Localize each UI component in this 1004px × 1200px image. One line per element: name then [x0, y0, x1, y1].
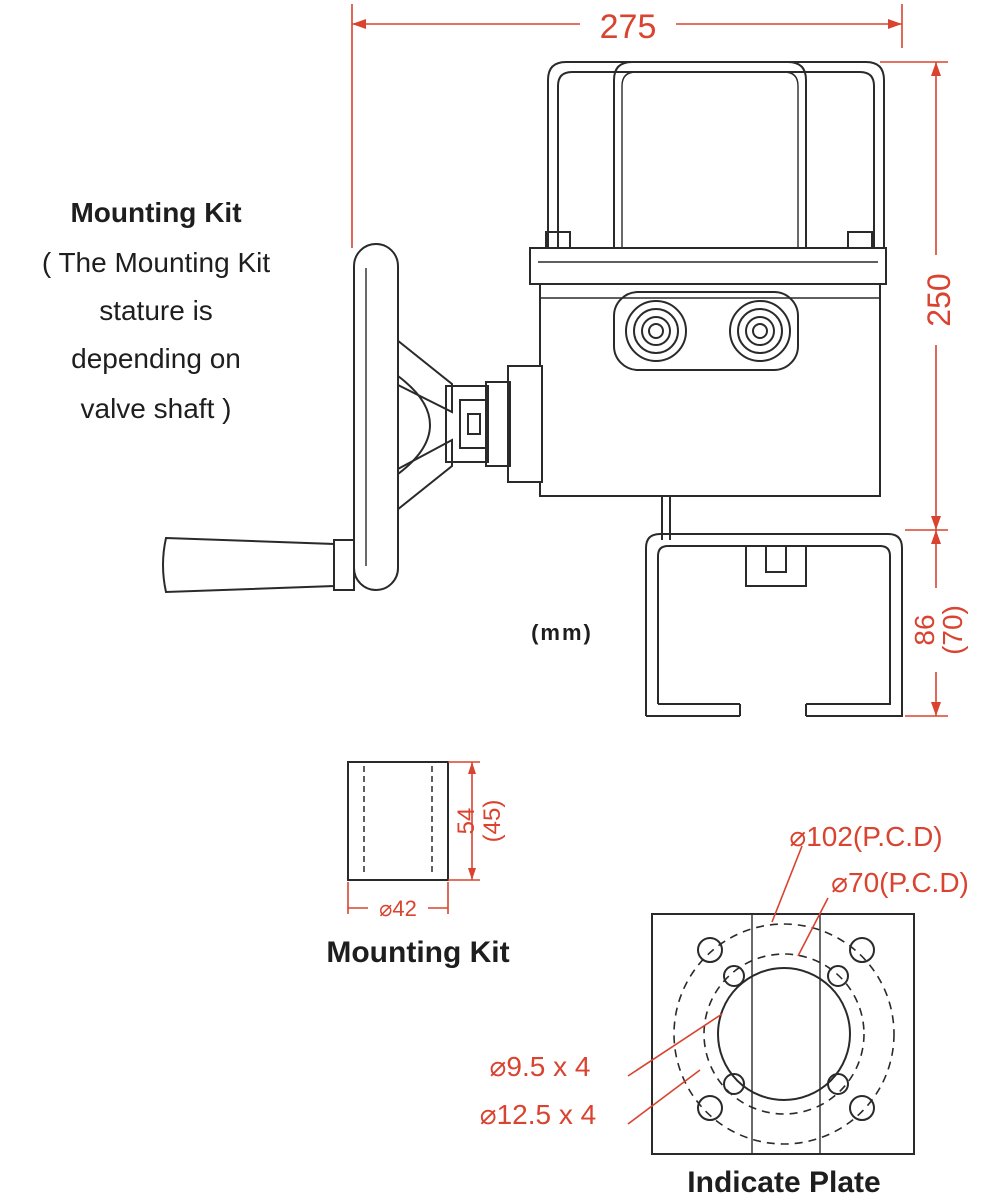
- hole-large-3: [697, 1095, 723, 1121]
- width-dimension: 275: [351, 4, 903, 248]
- mounting-kit-part: 54 (45) ⌀42: [347, 761, 506, 921]
- actuator-body: [539, 283, 881, 497]
- height-dimension-label: 250: [921, 273, 957, 326]
- bracket-height-alt-label: (70): [937, 605, 968, 655]
- pcd-outer-label: ⌀102(P.C.D): [789, 821, 942, 852]
- mounting-kit-note-line-1: ( The Mounting Kit: [42, 247, 270, 278]
- actuator-cover: [529, 61, 887, 285]
- mounting-kit-note-line-2: stature is: [99, 295, 213, 326]
- width-dimension-label: 275: [600, 8, 657, 46]
- cable-gland-right: [729, 300, 791, 362]
- kit-diameter-label: ⌀42: [379, 896, 417, 921]
- hole-small-2: [827, 965, 849, 987]
- hole-small-label: ⌀9.5 x 4: [490, 1051, 591, 1082]
- kit-height-label: 54: [453, 808, 480, 835]
- hole-small-3: [723, 1073, 745, 1095]
- units-label: (mm): [531, 620, 593, 645]
- indicate-plate: [651, 913, 915, 1155]
- height-dimension: 250: [880, 61, 957, 531]
- kit-height-alt-label: (45): [479, 800, 506, 843]
- cable-gland-left: [625, 300, 687, 362]
- mounting-bracket: [645, 496, 903, 717]
- hole-small-1: [723, 965, 745, 987]
- indicate-plate-caption: Indicate Plate: [687, 1166, 880, 1199]
- bracket-height-dimension: 86 (70): [905, 530, 968, 717]
- mounting-kit-title: Mounting Kit: [70, 197, 241, 228]
- mounting-kit-caption: Mounting Kit: [326, 936, 509, 969]
- mounting-kit-note-line-3: depending on: [71, 343, 241, 374]
- hole-small-4: [827, 1073, 849, 1095]
- pcd-inner-label: ⌀70(P.C.D): [831, 867, 969, 898]
- hole-large-1: [697, 937, 723, 963]
- hole-large-label: ⌀12.5 x 4: [480, 1099, 596, 1130]
- hole-large-4: [849, 1095, 875, 1121]
- handwheel: [162, 243, 543, 594]
- mounting-kit-note-line-4: valve shaft ): [81, 393, 232, 424]
- indicate-plate-annotations: ⌀102(P.C.D) ⌀70(P.C.D) ⌀9.5 x 4 ⌀12.5 x …: [480, 821, 969, 1130]
- bracket-height-label: 86: [909, 614, 940, 645]
- hole-large-2: [849, 937, 875, 963]
